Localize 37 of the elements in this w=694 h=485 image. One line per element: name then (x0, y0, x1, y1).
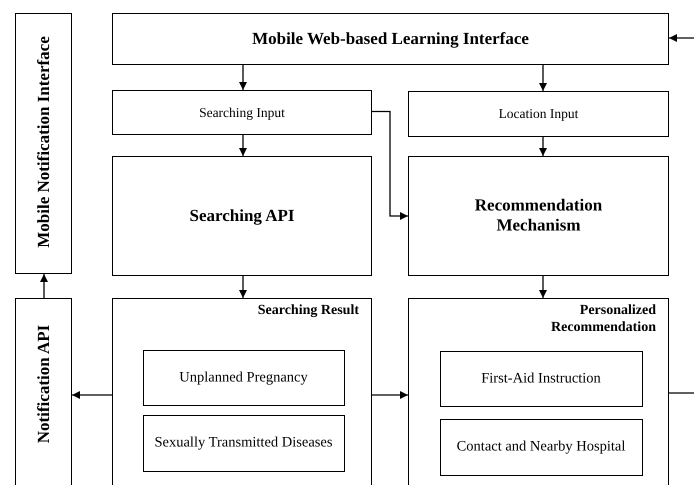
node-label: Mobile Notification Interface (33, 36, 54, 248)
interface-box (15, 13, 72, 274)
group-box (112, 298, 372, 485)
group-heading: Personalized Recommendation (550, 303, 656, 337)
process-box (440, 350, 642, 406)
node-label: First-Aid Instruction (480, 370, 602, 388)
arrow (372, 110, 408, 220)
node-label: Searching Input (198, 104, 286, 121)
arrow (669, 34, 694, 42)
arrow (372, 391, 408, 399)
arrow (72, 391, 112, 399)
group-heading: Searching Result (256, 303, 359, 320)
node-label: Location Input (498, 106, 580, 122)
node-label: Recommendation Mechanism (474, 196, 604, 236)
api-box (15, 298, 72, 485)
arrow (239, 276, 247, 298)
node-label: Notification API (33, 324, 54, 444)
arrow (239, 135, 247, 156)
node-label: Searching API (188, 206, 296, 226)
group-box (408, 298, 669, 485)
node-label: Contact and Nearby Hospital (456, 438, 626, 456)
arrow (539, 276, 547, 298)
process-box (112, 90, 372, 135)
node-label: Sexually Transmitted Diseases (153, 434, 334, 452)
interface-box (112, 13, 669, 65)
process-box (142, 414, 344, 472)
process-box (408, 156, 669, 276)
arrow (40, 274, 48, 298)
node-label: Mobile Web-based Learning Interface (251, 28, 530, 50)
arrow (239, 65, 247, 90)
arrow (539, 65, 547, 91)
node-label: Unplanned Pregnancy (178, 368, 309, 386)
process-box (440, 418, 642, 476)
process-box (142, 350, 344, 406)
process-box (112, 156, 372, 276)
process-box (408, 91, 669, 137)
arrow (539, 137, 547, 156)
